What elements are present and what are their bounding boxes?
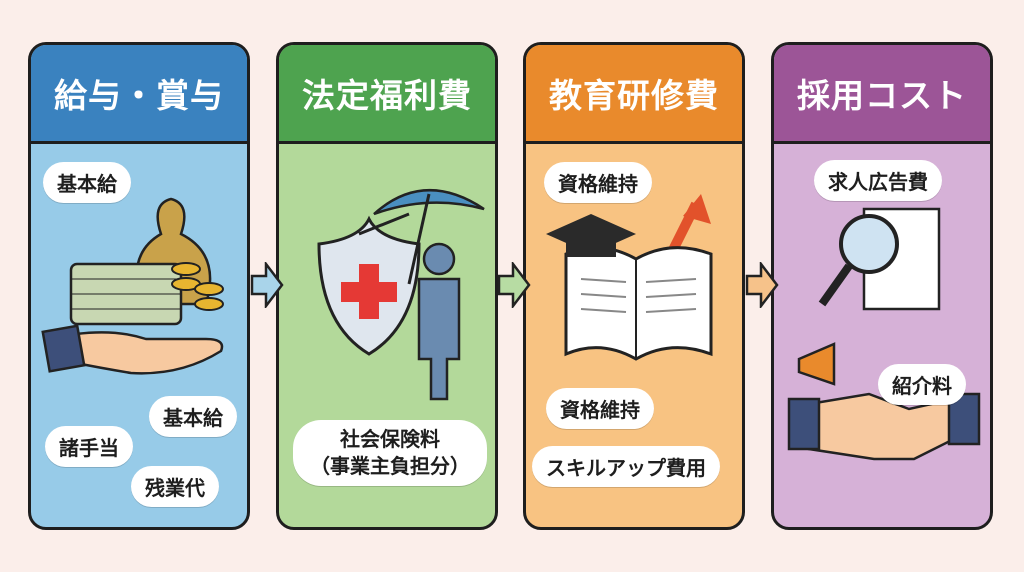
arrow-right-icon bbox=[250, 262, 284, 308]
panel-training: 教育研修費 資格維持 資格維持 スキルアップ費用 bbox=[523, 42, 745, 530]
label-social-insurance-line1: 社会保険料 bbox=[340, 427, 440, 451]
label-overtime: 残業代 bbox=[131, 466, 219, 507]
money-hand-icon bbox=[41, 197, 224, 375]
panel-header: 法定福利費 bbox=[279, 45, 495, 144]
label-referral-fee: 紹介料 bbox=[878, 364, 966, 405]
label-skill-up: スキルアップ費用 bbox=[532, 446, 720, 487]
arrow-right-icon bbox=[497, 262, 531, 308]
label-social-insurance: 社会保険料 （事業主負担分） bbox=[293, 420, 487, 486]
panel-header: 教育研修費 bbox=[526, 45, 742, 144]
panel-title: 法定福利費 bbox=[302, 76, 472, 115]
arrow-right-icon bbox=[745, 262, 779, 308]
label-job-ads: 求人広告費 bbox=[814, 160, 942, 201]
label-basic-salary: 基本給 bbox=[43, 162, 131, 203]
panel-header: 採用コスト bbox=[774, 45, 990, 144]
panel-title: 給与・賞与 bbox=[54, 76, 224, 115]
panel-statutory-welfare: 法定福利費 社会保険料 （事業主負担分） bbox=[276, 42, 498, 530]
label-basic-salary-2: 基本給 bbox=[149, 396, 237, 437]
resume-magnifier-megaphone-handshake-icon bbox=[787, 207, 981, 461]
panel-title: 採用コスト bbox=[797, 76, 967, 115]
label-certification-2: 資格維持 bbox=[546, 388, 654, 429]
panel-header: 給与・賞与 bbox=[31, 45, 247, 144]
label-allowances: 諸手当 bbox=[45, 426, 133, 467]
label-certification: 資格維持 bbox=[544, 162, 652, 203]
label-social-insurance-line2: （事業主負担分） bbox=[310, 454, 470, 478]
shield-umbrella-person-icon bbox=[317, 189, 485, 401]
panel-title: 教育研修費 bbox=[549, 76, 719, 115]
book-graduation-cap-icon bbox=[546, 194, 713, 361]
panel-salary-bonus: 給与・賞与 基本給 基本給 諸手当 残業代 bbox=[28, 42, 250, 530]
panel-recruitment: 採用コスト 求人広告費 紹介料 bbox=[771, 42, 993, 530]
